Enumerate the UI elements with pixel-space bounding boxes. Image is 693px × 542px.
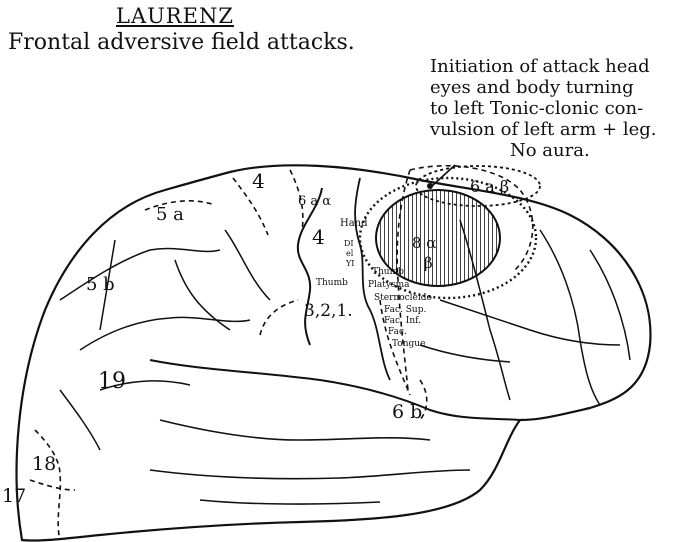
motor-label-sterno: Sternocleido	[374, 293, 432, 303]
motor-label-fac-inf: Fac. Inf.	[384, 316, 421, 326]
annotation-line: No aura.	[430, 140, 692, 161]
seizure-annotation: Initiation of attack head eyes and body …	[430, 56, 692, 161]
annotation-line: to left Tonic-clonic con-	[430, 98, 692, 119]
gyri	[60, 220, 630, 450]
area-label-321: 3,2,1.	[304, 301, 353, 321]
motor-label-platysma: Platysma	[368, 280, 410, 290]
figure-title: LAURENZ	[116, 4, 234, 28]
area-label-5a: 5 a	[156, 204, 184, 225]
motor-label-d1: DI	[344, 239, 354, 248]
precentral-sulcus	[355, 178, 390, 380]
motor-label-hand: Hand	[340, 218, 368, 229]
annotation-line: Initiation of attack head	[430, 56, 692, 77]
area-label-17: 17	[2, 485, 26, 507]
motor-label-thumb-2: Thumb	[372, 267, 404, 277]
annotation-pointer-dot	[427, 183, 433, 189]
temporal-contour	[150, 420, 470, 504]
area-label-19: 19	[98, 369, 126, 394]
sylvian-fissure	[150, 360, 520, 420]
area-label-6aa: 6 a α	[298, 194, 331, 209]
central-sulcus	[298, 188, 322, 345]
annotation-pointer	[432, 165, 455, 186]
motor-label-tongue: Tongue	[392, 339, 425, 349]
area-label-4-second: 4	[312, 225, 325, 249]
area-label-6ab: 6 a β	[470, 177, 509, 196]
area-label-6b: 6 b	[392, 401, 422, 423]
area-label-8a: 8 α	[412, 234, 436, 252]
motor-label-thumb: Thumb	[316, 278, 348, 288]
motor-label-fac: Fac.	[388, 327, 407, 337]
brain-outline	[17, 165, 651, 540]
area-label-5b: 5 b	[86, 274, 115, 295]
annotation-line: vulsion of left arm + leg.	[430, 119, 692, 140]
annotation-line: eyes and body turning	[430, 77, 692, 98]
motor-label-fac-sup: Fac. Sup.	[384, 305, 426, 315]
area-label-4: 4	[252, 169, 265, 193]
motor-label-d2: el	[346, 249, 354, 258]
figure-subtitle: Frontal adversive field attacks.	[8, 30, 355, 55]
motor-label-d3: YI	[345, 259, 354, 268]
area-label-18: 18	[32, 453, 56, 475]
area-label-8b: β	[424, 254, 433, 272]
